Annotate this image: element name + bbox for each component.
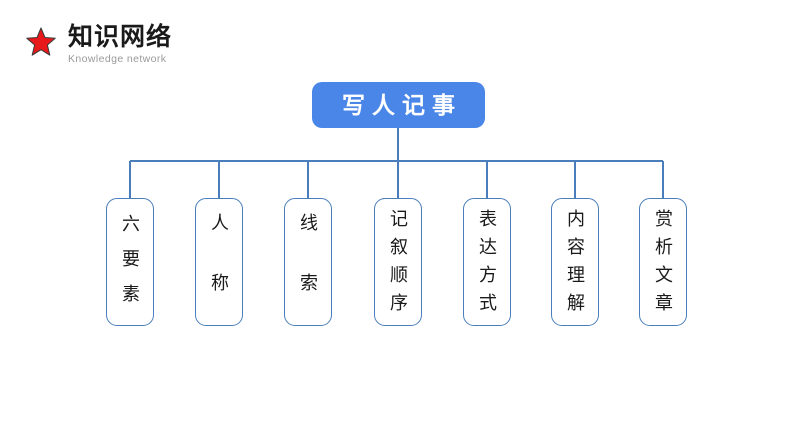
star-icon — [26, 27, 56, 56]
child-node-label: 表达方式 — [477, 208, 497, 321]
child-node-label: 人称 — [209, 212, 229, 333]
child-node-3[interactable]: 线索 — [284, 198, 332, 333]
child-node-label: 赏析文章 — [653, 208, 673, 321]
child-node-label: 六要素 — [120, 214, 140, 319]
child-node-4[interactable]: 记叙顺序 — [374, 198, 422, 326]
root-node[interactable]: 写人记事 — [312, 82, 485, 128]
child-node-label: 线索 — [298, 212, 318, 333]
page-subtitle: Knowledge network — [68, 53, 167, 65]
child-node-5[interactable]: 表达方式 — [463, 198, 511, 326]
slide-header: 知识网络 Knowledge network — [26, 22, 172, 66]
child-node-label: 内容理解 — [565, 208, 585, 321]
page-title: 知识网络 — [68, 23, 173, 51]
child-node-7[interactable]: 赏析文章 — [639, 198, 687, 326]
child-node-6[interactable]: 内容理解 — [551, 198, 599, 326]
child-node-2[interactable]: 人称 — [195, 198, 243, 333]
root-node-label: 写人记事 — [342, 91, 462, 118]
header-text-block: 知识网络 Knowledge network — [68, 22, 172, 66]
child-node-label: 记叙顺序 — [388, 208, 408, 321]
child-node-1[interactable]: 六要素 — [106, 198, 154, 326]
